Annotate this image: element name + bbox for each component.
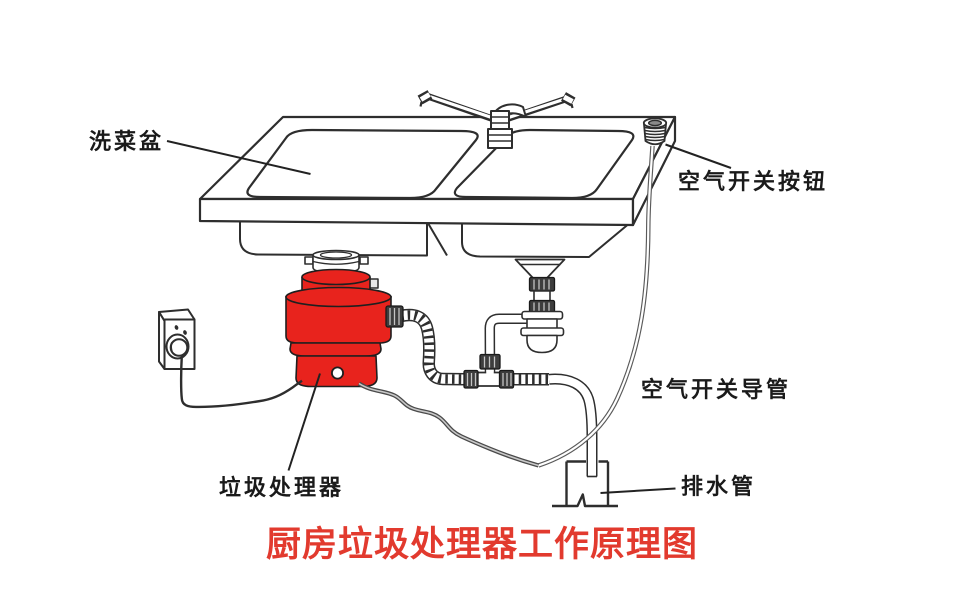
leader-line-air-switch-button xyxy=(665,143,732,169)
drain-receptacle xyxy=(552,460,618,508)
label-sink-basin: 洗菜盆 xyxy=(89,129,165,154)
right-under-basin xyxy=(461,215,629,258)
air-switch-button-part xyxy=(642,117,668,146)
label-garbage-disposer: 垃圾处理器 xyxy=(219,475,345,500)
trap-elbow-pipe xyxy=(484,313,527,373)
air-switch-conduit-tube xyxy=(357,145,655,468)
label-drain-pipe: 排水管 xyxy=(681,474,757,499)
faucet xyxy=(417,90,576,149)
bottle-trap xyxy=(514,258,566,354)
label-air-switch-button: 空气开关按钮 xyxy=(678,169,829,194)
label-air-switch-conduit: 空气开关导管 xyxy=(641,377,792,402)
power-cord xyxy=(179,355,303,409)
leader-line-disposer xyxy=(287,373,321,471)
drain-pipe-run xyxy=(548,373,598,477)
leader-line-drain xyxy=(600,487,676,494)
left-basin xyxy=(246,128,479,200)
tee-junction xyxy=(463,353,515,389)
power-plug xyxy=(169,338,189,357)
garbage-disposer-unit xyxy=(285,249,404,388)
power-socket xyxy=(158,308,196,370)
left-under-basin xyxy=(239,215,428,257)
sink-countertop xyxy=(198,115,677,258)
diagram-title: 厨房垃圾处理器工作原理图 xyxy=(266,525,699,564)
discharge-hose xyxy=(399,308,549,386)
leader-line-sink xyxy=(166,140,311,175)
